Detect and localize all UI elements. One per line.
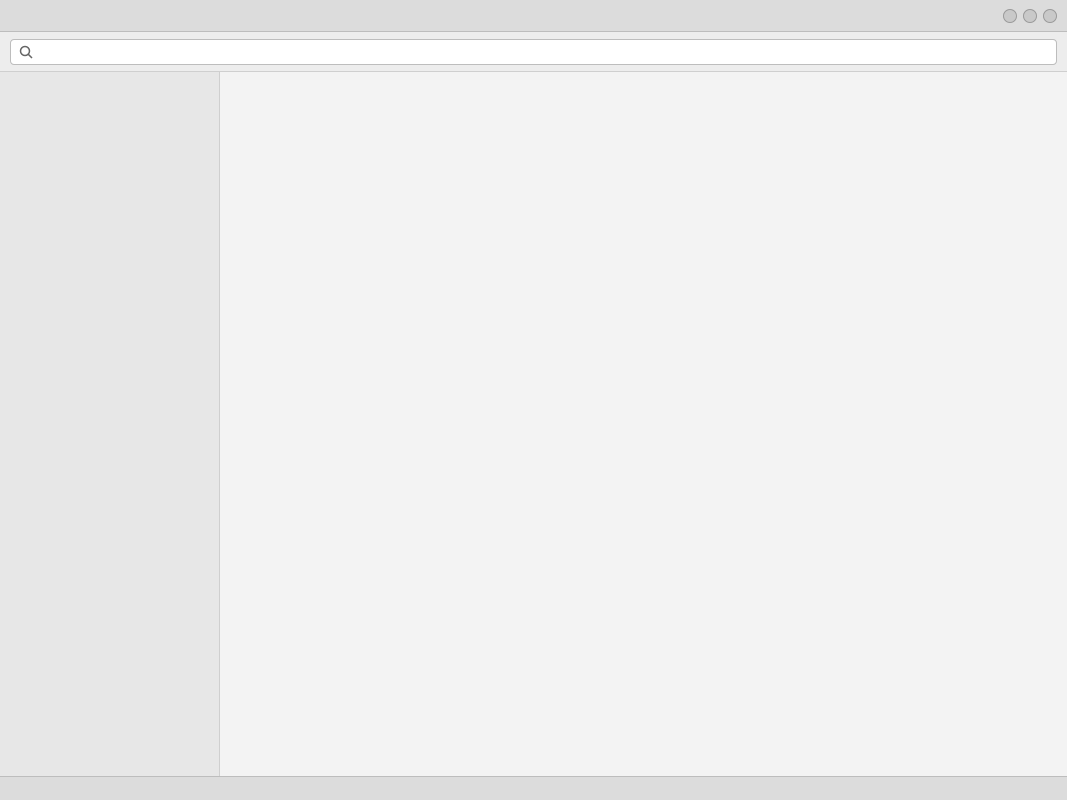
status-bar [0,776,1067,800]
content-area [0,72,1067,776]
main-panel [220,72,1067,776]
search-input[interactable] [39,43,1048,60]
close-button[interactable] [1043,8,1057,23]
toolbar [0,32,1067,72]
sidebar-item-1[interactable] [0,80,219,110]
sidebar-item-3[interactable] [0,140,219,170]
sidebar-item-2[interactable] [0,110,219,140]
window-controls [1003,8,1057,23]
maximize-button[interactable] [1023,8,1037,23]
sidebar [0,72,220,776]
title-bar [0,0,1067,32]
search-box [10,38,1057,65]
search-icon [19,45,33,59]
minimize-button[interactable] [1003,8,1017,23]
